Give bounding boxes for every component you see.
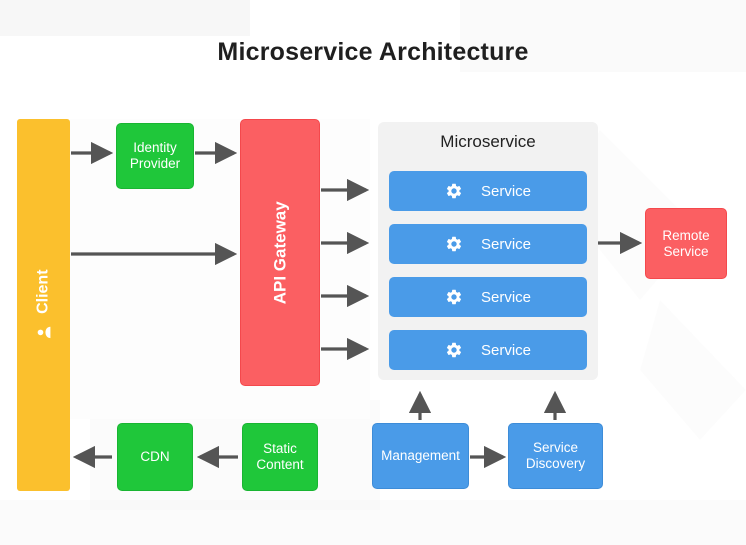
gear-icon xyxy=(446,289,462,305)
node-identity-provider[interactable]: Identity Provider xyxy=(116,123,194,189)
identity-provider-label: Identity Provider xyxy=(129,140,181,171)
cdn-label: CDN xyxy=(140,449,170,465)
service-label: Service xyxy=(480,288,532,306)
node-client[interactable]: Client xyxy=(17,119,70,491)
management-label: Management xyxy=(381,448,460,464)
person-icon xyxy=(37,326,50,338)
page-title: Microservice Architecture xyxy=(217,38,529,66)
microservice-panel: Microservice Service Service Service Ser… xyxy=(378,122,598,380)
gear-icon xyxy=(446,183,462,199)
bg-texture-3 xyxy=(0,500,746,545)
bg-texture-1 xyxy=(0,0,250,36)
service-box-2[interactable]: Service xyxy=(389,224,587,264)
node-service-discovery[interactable]: Service Discovery xyxy=(508,423,603,489)
gear-icon xyxy=(446,236,462,252)
remote-service-label: Remote Service xyxy=(662,227,710,259)
client-label: Client xyxy=(34,269,52,314)
service-discovery-label: Service Discovery xyxy=(525,440,586,471)
node-cdn[interactable]: CDN xyxy=(117,423,193,491)
api-gateway-label: API Gateway xyxy=(270,200,290,304)
node-management[interactable]: Management xyxy=(372,423,469,489)
node-static-content[interactable]: Static Content xyxy=(242,423,318,491)
microservice-panel-title: Microservice xyxy=(440,132,536,151)
service-label: Service xyxy=(480,235,532,253)
node-remote-service[interactable]: Remote Service xyxy=(645,208,727,279)
static-content-label: Static Content xyxy=(256,441,304,472)
service-box-4[interactable]: Service xyxy=(389,330,587,370)
gear-icon xyxy=(446,342,462,358)
node-api-gateway[interactable]: API Gateway xyxy=(240,119,320,386)
service-box-3[interactable]: Service xyxy=(389,277,587,317)
service-label: Service xyxy=(480,182,532,200)
client-content: Client xyxy=(34,269,52,340)
service-box-1[interactable]: Service xyxy=(389,171,587,211)
service-label: Service xyxy=(480,341,532,359)
